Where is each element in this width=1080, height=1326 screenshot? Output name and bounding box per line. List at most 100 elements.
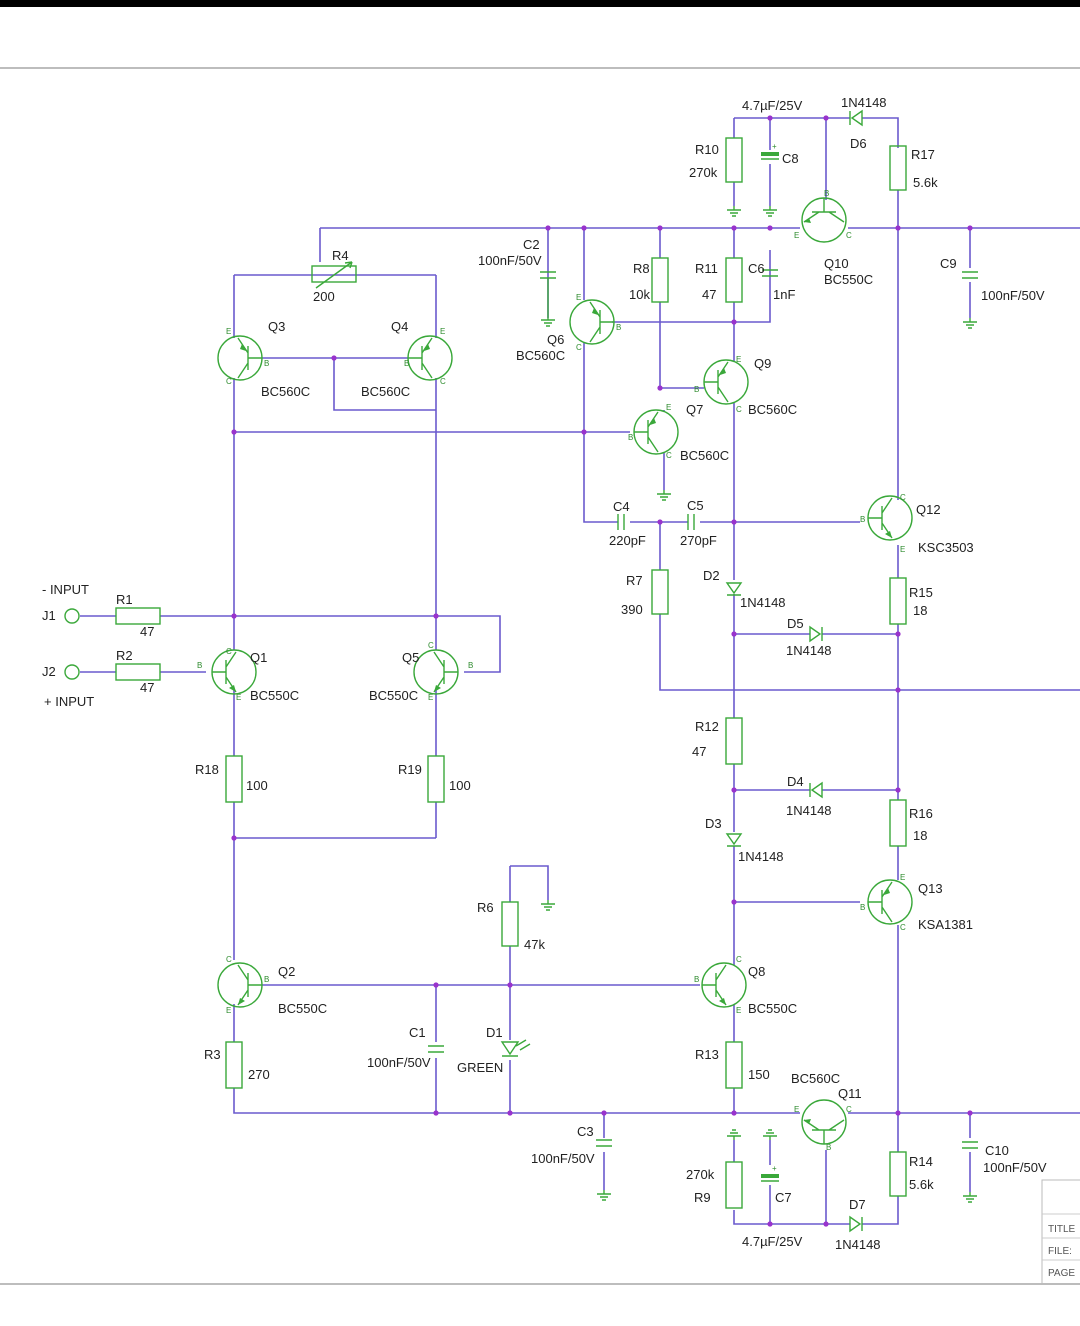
junction-dot bbox=[895, 225, 901, 231]
resistor-r1 bbox=[115, 607, 161, 625]
transistor-q3 bbox=[217, 335, 263, 381]
label-j1: J1 bbox=[42, 608, 56, 623]
pin-label: E bbox=[226, 1006, 231, 1015]
resistor-r19 bbox=[427, 755, 445, 803]
pin-label: E bbox=[440, 327, 445, 336]
junction-dot bbox=[767, 115, 773, 121]
led-light-icon bbox=[515, 1039, 531, 1051]
label-r11-ref: R11 bbox=[695, 261, 718, 276]
pin-label: C bbox=[428, 641, 434, 650]
led-d1 bbox=[500, 1041, 520, 1057]
label-r2-ref: R2 bbox=[116, 648, 133, 663]
junction-dots bbox=[231, 115, 973, 1227]
capacitor-c7 bbox=[761, 1174, 779, 1178]
label-c10-val: 100nF/50V bbox=[983, 1160, 1047, 1175]
label-r7-ref: R7 bbox=[626, 573, 643, 588]
ground-symbols bbox=[541, 206, 977, 1203]
junction-dot bbox=[433, 982, 439, 988]
sheet-border bbox=[0, 67, 1080, 1285]
resistor-r3 bbox=[225, 1041, 243, 1089]
resistor-r11 bbox=[725, 257, 743, 303]
label-q11-val: BC560C bbox=[791, 1071, 840, 1086]
transistor-q1 bbox=[211, 649, 257, 695]
junction-dot bbox=[731, 899, 737, 905]
pin-label: C bbox=[440, 377, 446, 386]
label-d1-val: GREEN bbox=[457, 1060, 503, 1075]
label-r12-val: 47 bbox=[692, 744, 706, 759]
junction-dot bbox=[731, 787, 737, 793]
capacitor-c3 bbox=[596, 1139, 612, 1147]
label-q8-ref: Q8 bbox=[748, 964, 765, 979]
label-r9-ref: R9 bbox=[694, 1190, 711, 1205]
label-c8-ref: C8 bbox=[782, 151, 799, 166]
svg-text:+: + bbox=[772, 142, 777, 151]
label-c4-ref: C4 bbox=[613, 499, 630, 514]
label-c3-ref: C3 bbox=[577, 1124, 594, 1139]
label-d6-ref: D6 bbox=[850, 136, 867, 151]
label-r10-val: 270k bbox=[689, 165, 718, 180]
label-r11-val: 47 bbox=[702, 287, 716, 302]
ground-icon bbox=[541, 316, 555, 327]
ground-icon bbox=[763, 1129, 777, 1140]
label-r1-ref: R1 bbox=[116, 592, 133, 607]
resistor-r12 bbox=[725, 717, 743, 765]
pin-label: B bbox=[824, 189, 829, 198]
label-r3-val: 270 bbox=[248, 1067, 270, 1082]
pin-label: E bbox=[794, 231, 799, 240]
diode-d2 bbox=[725, 582, 743, 596]
junction-dot bbox=[967, 225, 973, 231]
label-r17-ref: R17 bbox=[911, 147, 935, 162]
label-r17-val: 5.6k bbox=[913, 175, 938, 190]
pin-label: B bbox=[264, 975, 269, 984]
label-q7-val: BC560C bbox=[680, 448, 729, 463]
label-q5-val: BC550C bbox=[369, 688, 418, 703]
label-q1-val: BC550C bbox=[250, 688, 299, 703]
label-r19-val: 100 bbox=[449, 778, 471, 793]
junction-dot bbox=[895, 687, 901, 693]
ground-icon bbox=[963, 1192, 977, 1203]
label-d7-ref: D7 bbox=[849, 1197, 866, 1212]
label-c9-ref: C9 bbox=[940, 256, 957, 271]
pin-label: E bbox=[736, 1006, 741, 1015]
junction-dot bbox=[731, 225, 737, 231]
label-r6-val: 47k bbox=[524, 937, 545, 952]
label-q10-ref: Q10 bbox=[824, 256, 849, 271]
label-c10-ref: C10 bbox=[985, 1143, 1009, 1158]
label-q6-val: BC560C bbox=[516, 348, 565, 363]
junction-dot bbox=[581, 429, 587, 435]
capacitor-c5 bbox=[687, 514, 695, 530]
label-r10-ref: R10 bbox=[695, 142, 719, 157]
label-q7-ref: Q7 bbox=[686, 402, 703, 417]
label-q5-ref: Q5 bbox=[402, 650, 419, 665]
pin-label: B bbox=[616, 323, 621, 332]
pin-label: E bbox=[666, 403, 671, 412]
ground-icon bbox=[963, 318, 977, 329]
label-c4-val: 220pF bbox=[609, 533, 646, 548]
label-r13-ref: R13 bbox=[695, 1047, 719, 1062]
pin-label: B bbox=[826, 1143, 831, 1152]
junction-dot bbox=[545, 225, 551, 231]
junction-dot bbox=[657, 385, 663, 391]
svg-text:+: + bbox=[772, 1164, 777, 1173]
label-r12-ref: R12 bbox=[695, 719, 719, 734]
resistors bbox=[115, 137, 907, 1209]
diodes bbox=[500, 109, 863, 1233]
label-r4-val: 200 bbox=[313, 289, 335, 304]
label-q11-ref: Q11 bbox=[838, 1086, 862, 1101]
label-r14-ref: R14 bbox=[909, 1154, 933, 1169]
pin-label: C bbox=[736, 405, 742, 414]
label-q3-ref: Q3 bbox=[268, 319, 285, 334]
label-c6-val: 1nF bbox=[773, 287, 795, 302]
pin-label: E bbox=[576, 293, 581, 302]
label-c6-ref: C6 bbox=[748, 261, 765, 276]
diode-d7 bbox=[849, 1215, 863, 1233]
junction-dot bbox=[581, 225, 587, 231]
pin-label: B bbox=[860, 903, 865, 912]
label-q12-ref: Q12 bbox=[916, 502, 941, 517]
transistor-q4 bbox=[407, 335, 453, 381]
capacitor-c4 bbox=[617, 514, 625, 530]
title-block-page: PAGE bbox=[1048, 1268, 1075, 1279]
label-q13-val: KSA1381 bbox=[918, 917, 973, 932]
